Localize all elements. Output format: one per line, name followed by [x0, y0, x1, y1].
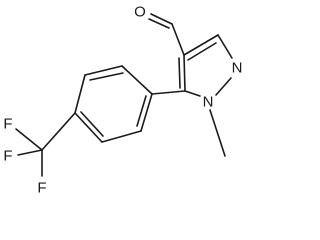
- fluorine-atom-label-top: F: [3, 116, 12, 133]
- bond-c5-phenyl: [151, 90, 186, 95]
- bond-ar4-ar5: [74, 112, 103, 143]
- bond-ar4-cf3: [41, 112, 76, 151]
- bond-n1-methyl: [209, 109, 226, 157]
- bond-c5-c4-b: [178, 57, 181, 89]
- n2-atom-label: N: [232, 60, 243, 77]
- bond-aromatic-inner-1: [89, 72, 124, 81]
- molecule-structure: O N N F F F: [3, 4, 243, 197]
- bond-aromatic-inner-2: [80, 111, 104, 137]
- bond-c5-c4-a: [183, 54, 186, 92]
- bond-ar6-ar1: [140, 93, 153, 132]
- structure-canvas: O N N F F F: [3, 4, 243, 197]
- fluorine-atom-label-bottom: F: [37, 180, 46, 197]
- n1-atom-label: N: [203, 94, 214, 111]
- bond-c-f2: [17, 149, 43, 156]
- bond-c3-n2: [217, 34, 233, 59]
- bond-ar5-ar6: [101, 130, 142, 143]
- bond-n1-c5: [184, 90, 201, 97]
- bond-aromatic-inner-3: [136, 95, 147, 127]
- bond-c4-cho: [171, 23, 185, 56]
- bond-carbonyl-a: [150, 13, 173, 25]
- oxygen-atom-label: O: [134, 4, 146, 21]
- bond-ar1-ar2: [121, 65, 153, 95]
- bond-carbonyl-b: [148, 18, 170, 29]
- bond-ar2-ar3: [84, 65, 123, 76]
- bond-c4-c3-outer: [183, 34, 219, 56]
- bond-c-f1: [15, 128, 43, 151]
- bond-n2-n1: [215, 77, 232, 96]
- bond-c4-c3-inner: [187, 42, 217, 61]
- fluorine-atom-label-left: F: [3, 148, 12, 165]
- bond-ar3-ar4: [74, 74, 86, 114]
